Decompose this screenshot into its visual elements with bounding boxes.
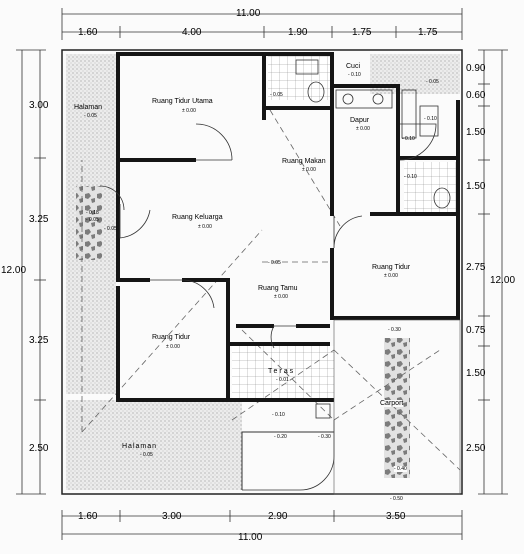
room-dapur-level: ± 0.00 [356, 126, 370, 132]
level-marker: - 0.05 [268, 260, 281, 266]
level-marker: - 0.50 [390, 496, 403, 502]
level-marker: - 0.30 [318, 434, 331, 440]
fixtures [295, 59, 451, 419]
room-keluarga: Ruang Keluarga [172, 214, 223, 221]
bathroom-2-floor [404, 162, 460, 212]
dim-right-5: 2.75 [466, 262, 486, 273]
room-halaman-top: Halaman [74, 104, 103, 111]
dim-bottom-total: 11.00 [238, 532, 263, 543]
room-carport: Carport [380, 400, 404, 407]
dim-left-3: 3.25 [29, 335, 49, 346]
garden-planter [241, 431, 334, 490]
level-marker: - 0.05 [426, 79, 439, 85]
level-marker: - 0.20 [274, 434, 287, 440]
walls [116, 52, 460, 402]
room-tidur-kanan: Ruang Tidur [372, 264, 411, 271]
dim-bottom-3: 2.90 [268, 511, 288, 522]
room-carport-level: - 0.40 [394, 466, 407, 472]
dim-bottom-2: 3.00 [162, 511, 182, 522]
dim-right-8: 2.50 [466, 443, 486, 454]
dim-top-2: 4.00 [182, 27, 202, 38]
dim-right-7: 1.50 [466, 368, 486, 379]
level-marker: - 0.10 [402, 136, 415, 142]
dim-top-1: 1.60 [78, 27, 98, 38]
dim-top-total: 11.00 [236, 8, 261, 19]
level-marker: - 0.10 [404, 174, 417, 180]
room-teras-level: - 0.01 [276, 377, 289, 383]
level-marker: - 0.10 [272, 412, 285, 418]
room-makan-level: ± 0.00 [302, 167, 316, 173]
room-keluarga-level: ± 0.00 [198, 224, 212, 230]
room-tidur-utama-level: ± 0.00 [182, 108, 196, 114]
level-marker: - 0.10 [424, 116, 437, 122]
room-cuci: Cuci [346, 63, 361, 70]
dim-bottom-1: 1.60 [78, 511, 98, 522]
room-tidur-kiri: Ruang Tidur [152, 334, 191, 341]
level-marker: - 0.05 [270, 92, 283, 98]
dim-right-total: 12.00 [490, 275, 516, 286]
room-tamu: Ruang Tamu [258, 285, 298, 292]
carport-stone [384, 338, 410, 478]
room-halaman-bottom: Halaman [122, 443, 158, 450]
dim-right-3: 1.50 [466, 127, 486, 138]
dim-right-6: 0.75 [466, 325, 486, 336]
dim-top-3: 1.90 [288, 27, 308, 38]
level-marker: - 0.05 [104, 226, 117, 232]
level-marker: - 0.30 [388, 327, 401, 333]
room-tidur-utama: Ruang Tidur Utama [152, 98, 213, 105]
room-dapur: Dapur [350, 117, 370, 124]
dim-left-4: 2.50 [29, 443, 49, 454]
room-halaman-top-level: - 0.05 [84, 113, 97, 119]
dim-left-total: 12.00 [1, 265, 27, 276]
level-marker: - 0.18 [86, 210, 99, 216]
room-makan: Ruang Makan [282, 158, 326, 165]
room-tamu-level: ± 0.00 [274, 294, 288, 300]
stepping-stones [76, 186, 102, 260]
carport-boundary [333, 319, 461, 495]
dim-bottom-4: 3.50 [386, 511, 406, 522]
site-boundary [61, 49, 463, 495]
garden-bottom [66, 400, 242, 490]
dim-left-2: 3.25 [29, 214, 49, 225]
room-tidur-kiri-level: ± 0.00 [166, 344, 180, 350]
room-teras: Teras [268, 368, 296, 375]
dim-top-5: 1.75 [418, 27, 438, 38]
dim-right-4: 1.50 [466, 181, 486, 192]
level-marker: - 0.05 [86, 217, 99, 223]
dim-top-4: 1.75 [352, 27, 372, 38]
room-halaman-bottom-level: - 0.05 [140, 452, 153, 458]
teras-floor [232, 346, 334, 402]
room-cuci-level: - 0.10 [348, 72, 361, 78]
dim-right-1: 0.90 [466, 63, 486, 74]
dim-left-1: 3.00 [29, 100, 49, 111]
bathroom-1-floor [268, 54, 332, 100]
dim-right-2: 0.60 [466, 90, 486, 101]
room-tidur-kanan-level: ± 0.00 [384, 273, 398, 279]
